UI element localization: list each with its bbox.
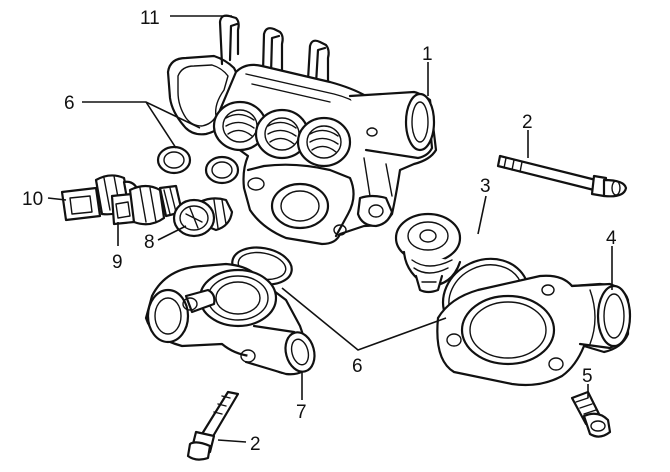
callout-1: 1: [422, 44, 433, 65]
callout-6-lower: 6: [352, 356, 363, 377]
thermostat-cover: [436, 274, 632, 387]
callout-9: 9: [112, 252, 123, 273]
sealing-plug: [172, 197, 234, 238]
callout-labels: 11 1 6 2 3 10 9 8 4 6 5 7 2: [22, 8, 617, 455]
callout-2-upper: 2: [522, 112, 533, 133]
callout-11: 11: [140, 8, 160, 29]
leader-lines: [47, 15, 613, 443]
short-bolt: [570, 390, 612, 438]
wire-clips: [218, 14, 330, 86]
callout-7: 7: [296, 402, 307, 423]
callout-8: 8: [144, 232, 155, 253]
callout-2-lower: 2: [250, 434, 261, 455]
callout-5: 5: [582, 366, 593, 387]
long-bolt-upper: [496, 154, 628, 198]
callout-3: 3: [480, 176, 491, 197]
callout-4: 4: [606, 228, 617, 249]
callout-10: 10: [22, 189, 43, 210]
inlet-elbow: [144, 262, 316, 376]
long-bolt-lower: [186, 390, 240, 461]
o-rings-small: [156, 145, 240, 185]
callout-6-upper: 6: [64, 93, 75, 114]
coolant-housing: [212, 63, 438, 246]
